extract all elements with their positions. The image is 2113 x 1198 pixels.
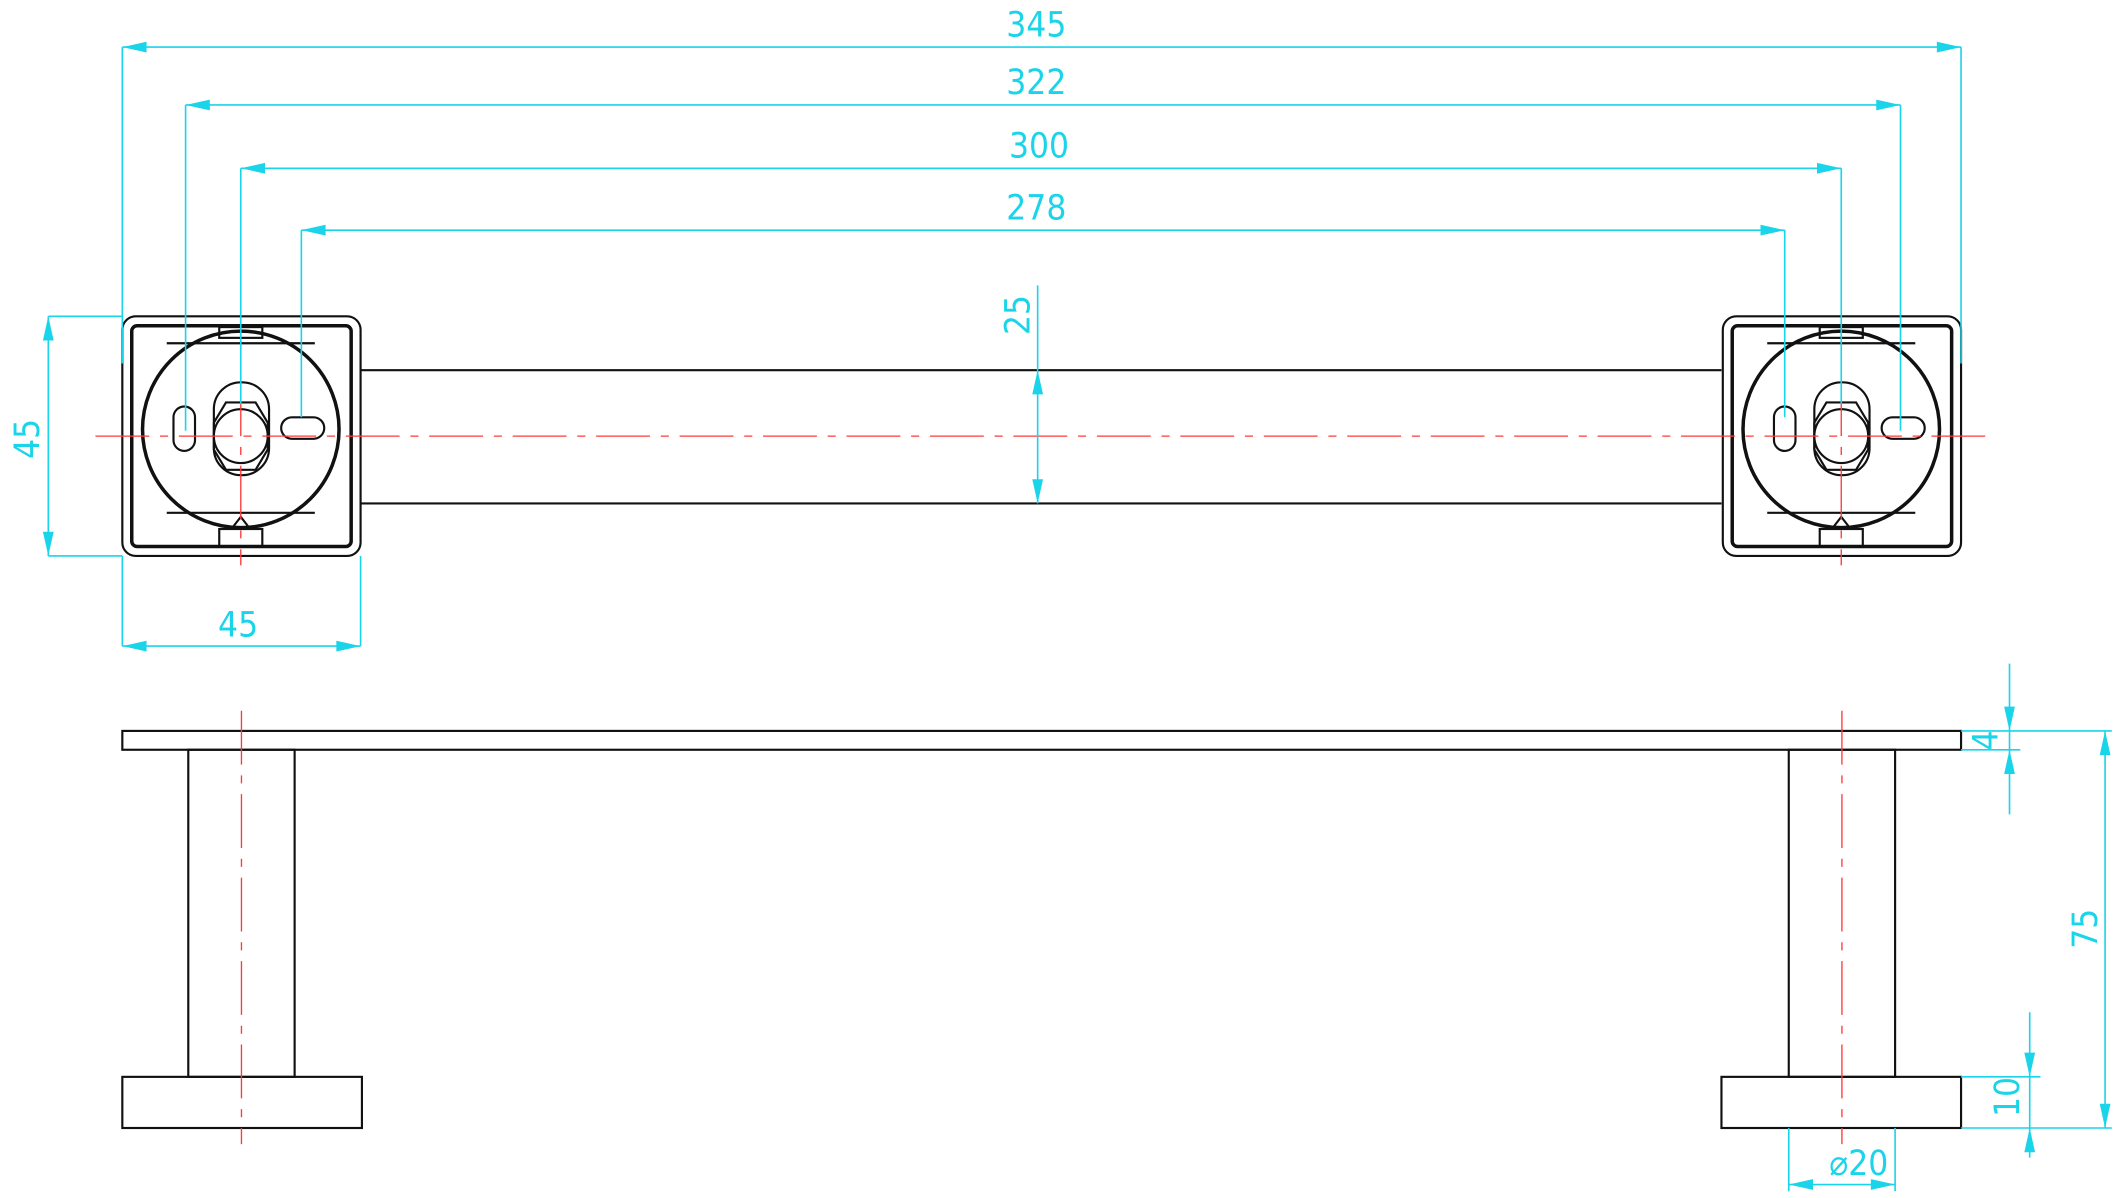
- dim-overall-length: 345: [1006, 5, 1066, 45]
- dim-post-diameter: ⌀20: [1829, 1144, 1888, 1184]
- hex-nut: [1813, 401, 1870, 471]
- drawing-geometry: [95, 298, 1994, 1145]
- dimension-arrow: [2004, 749, 2015, 774]
- dimension-arrow: [2024, 1128, 2036, 1153]
- dimension-arrow: [122, 640, 147, 652]
- dimension-arrow: [2099, 730, 2111, 756]
- dimension-arrow: [2099, 1103, 2111, 1129]
- dimension-arrow: [336, 640, 361, 652]
- dimension-arrow: [2004, 706, 2015, 731]
- dimension-arrow: [301, 224, 326, 236]
- dim-bar-height: 25: [999, 295, 1039, 335]
- dimension-arrow: [1936, 41, 1962, 53]
- dimension-lines: [42, 41, 2112, 1192]
- dim-base-thickness: 10: [1988, 1077, 2028, 1117]
- dim-total-depth: 75: [2066, 909, 2106, 949]
- dim-plate-span: 322: [1006, 63, 1066, 103]
- bottom-tab: [1818, 527, 1864, 548]
- dimension-arrow: [1788, 1179, 1813, 1190]
- bar-side: [121, 729, 1963, 751]
- dimension-arrow: [1876, 99, 1901, 111]
- dimension-arrow: [1760, 224, 1785, 236]
- dimension-arrow: [1870, 1179, 1896, 1190]
- dimension-arrow: [1032, 479, 1044, 504]
- bottom-tab: [218, 527, 264, 548]
- hex-nut: [212, 401, 269, 471]
- horizontal-slot: [280, 416, 326, 440]
- dimension-arrow: [42, 531, 54, 556]
- dimension-arrow: [2024, 1052, 2036, 1077]
- dimension-arrow: [240, 162, 266, 174]
- dimension-arrow: [1032, 370, 1044, 395]
- dimension-labels: 345 322 300 278 45 45 25 4 75 10 ⌀20: [8, 5, 2106, 1184]
- dim-slot-span: 278: [1006, 188, 1066, 228]
- dimension-arrow: [1817, 162, 1842, 174]
- dimension-arrow: [42, 316, 54, 341]
- dim-plate-thickness: 4: [1966, 730, 2006, 750]
- dim-bracket-height: 45: [8, 419, 48, 459]
- dim-bracket-width: 45: [218, 606, 258, 646]
- vertical-slot: [172, 405, 197, 453]
- dimension-arrow: [185, 99, 210, 111]
- dim-center-distance: 300: [1009, 126, 1069, 166]
- dimension-arrow: [122, 41, 147, 53]
- horizontal-slot: [1880, 416, 1926, 440]
